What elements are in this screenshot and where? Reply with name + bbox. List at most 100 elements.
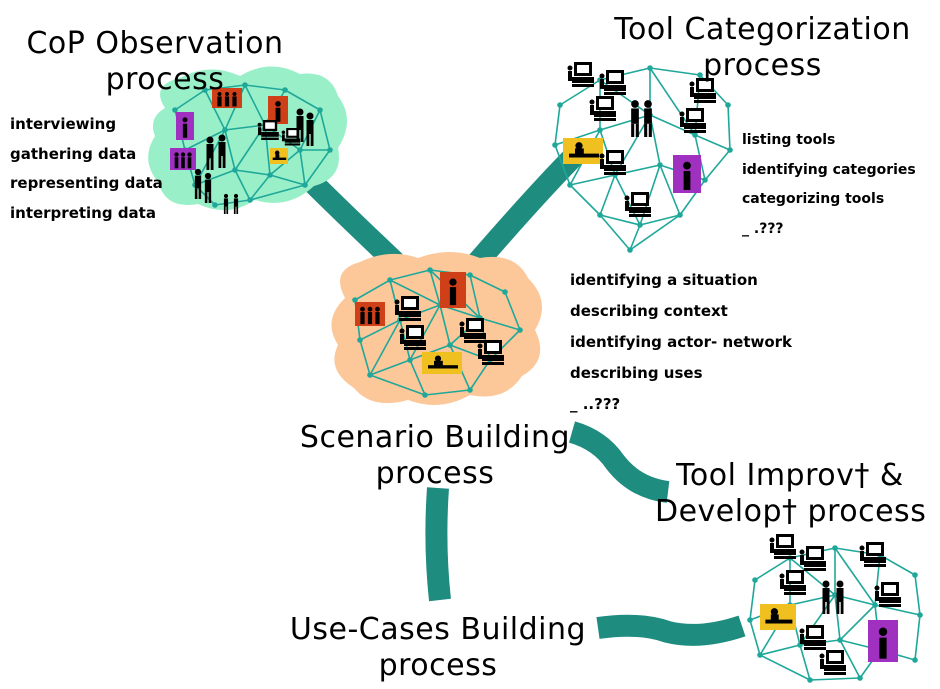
step-identifying-actor-network: identifying actor- network: [570, 333, 793, 351]
step-gathering-data: gathering data: [10, 144, 137, 163]
person-silhouette: [306, 112, 314, 146]
network-link: [354, 279, 391, 301]
network-link: [569, 184, 601, 216]
cop-observation-title: CoP Observation process: [20, 26, 290, 98]
network-link: [599, 174, 616, 216]
network-link: [204, 89, 226, 131]
tool-improvement-title: Tool Improv† & Develop† process: [655, 458, 926, 530]
photo-tile: [563, 138, 603, 164]
scenario-building-steps: identifying a situation describing conte…: [570, 265, 792, 420]
network-link: [504, 291, 521, 331]
person-silhouette: [233, 193, 239, 214]
network-node: [242, 82, 248, 88]
computer-icon: [394, 296, 421, 321]
people: [194, 100, 844, 614]
network-link: [694, 134, 731, 151]
person-silhouette: [218, 134, 226, 168]
network-link: [409, 304, 441, 361]
person-silhouette: [822, 580, 830, 614]
network-link: [839, 604, 876, 641]
connector-scenario-improvement: [568, 421, 670, 503]
step-describing-uses: describing uses: [570, 364, 703, 382]
network-link: [369, 319, 401, 376]
network-node: [557, 102, 563, 108]
network-node: [317, 107, 323, 113]
network-node: [832, 545, 838, 551]
network-link: [249, 174, 271, 201]
connector-categorization-scenario: [466, 142, 588, 273]
network-link: [284, 89, 321, 111]
network-link: [359, 339, 371, 376]
step-listing-tools: listing tools: [742, 132, 836, 148]
scenario-building-title: Scenario Building process: [290, 420, 580, 492]
network-node: [222, 127, 228, 133]
network-node: [212, 202, 218, 208]
network-node: [567, 182, 573, 188]
person-silhouette: [644, 100, 652, 137]
photo-tile: [176, 112, 194, 140]
network-node: [367, 372, 373, 378]
network-node: [232, 167, 238, 173]
network-node: [447, 342, 453, 348]
computer-icon: [599, 150, 626, 175]
tool-improvement-title-line1: Tool Improv† &: [676, 458, 904, 493]
network-link: [194, 169, 236, 186]
network-node: [552, 142, 558, 148]
network-node: [702, 177, 708, 183]
network-node: [247, 197, 253, 203]
network-node: [627, 247, 633, 253]
network-link: [424, 389, 471, 396]
network-link: [469, 274, 481, 319]
person-silhouette: [296, 108, 304, 142]
tool-categorization-title-line2: process: [703, 48, 822, 83]
network-link: [629, 214, 681, 251]
network-node: [407, 357, 413, 363]
network-link: [799, 644, 811, 681]
photo-tile: [170, 148, 196, 170]
network-link: [389, 269, 431, 281]
computer-icon: [689, 78, 716, 103]
step-categorizing-tools: categorizing tools: [742, 191, 885, 207]
network-node: [857, 675, 863, 681]
person-silhouette: [223, 193, 229, 214]
network-node: [647, 65, 653, 71]
network-node: [727, 147, 733, 153]
network-node: [807, 677, 813, 683]
tool-categorization-title-line1: Tool Categorization: [614, 12, 911, 47]
network-node: [917, 612, 923, 618]
connector-scenario-usecases: [425, 487, 451, 602]
network-node: [872, 602, 878, 608]
photo-tile: [868, 620, 898, 662]
network-link: [749, 619, 761, 656]
network-node: [747, 617, 753, 623]
network-link: [659, 164, 681, 216]
network-link: [599, 214, 641, 226]
scenario-building-title-line2: process: [375, 456, 495, 491]
network-link: [269, 174, 306, 186]
person-silhouette: [836, 580, 844, 614]
network-link: [184, 129, 226, 151]
cop-observation-title-line1: CoP Observation: [26, 26, 284, 61]
network-link: [599, 114, 651, 131]
network-link: [629, 224, 641, 251]
computer-icon: [769, 534, 796, 559]
photo-tile: [268, 96, 288, 124]
network-node: [327, 147, 333, 153]
step-describing-context: describing context: [570, 302, 728, 320]
network-node: [422, 392, 428, 398]
cop-observation-steps: interviewing gathering data representing…: [10, 110, 163, 228]
network-link: [429, 269, 441, 306]
network-node: [832, 592, 838, 598]
computer-icon: [599, 70, 626, 95]
network-link: [809, 677, 861, 681]
network-link: [749, 579, 756, 621]
computer-icon: [567, 62, 594, 87]
computer-icon: [477, 340, 504, 365]
computer-icon: [281, 128, 301, 146]
network-node: [752, 577, 758, 583]
network-link: [389, 279, 441, 306]
network-link: [204, 84, 246, 91]
tool-categorization-title: Tool Categorization process: [600, 12, 925, 84]
network-node: [837, 637, 843, 643]
